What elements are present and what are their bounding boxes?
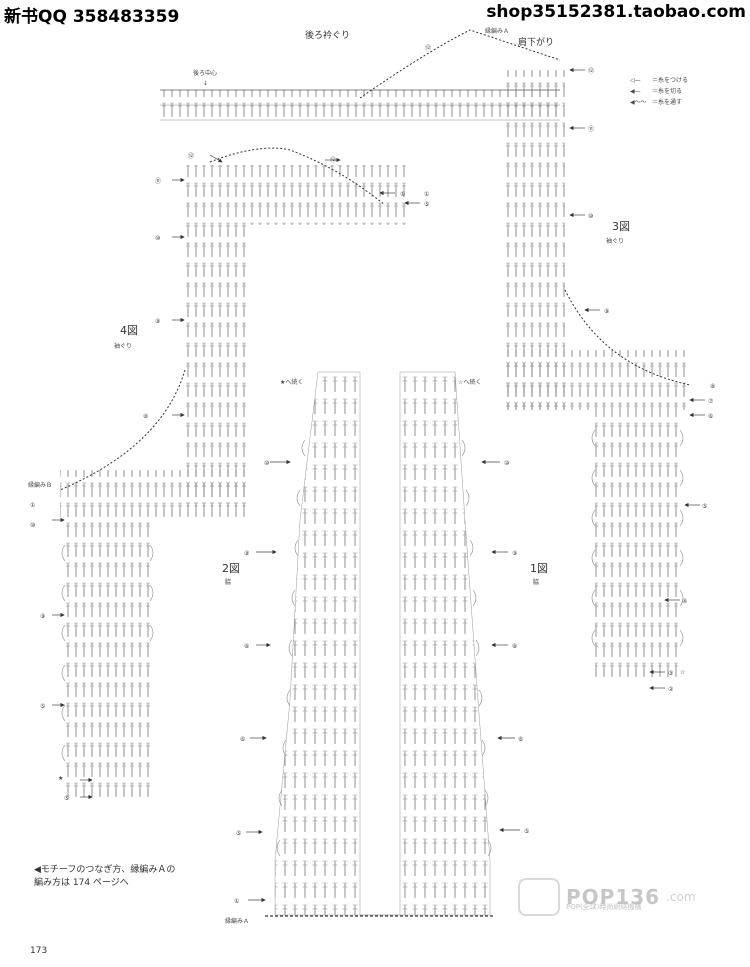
note-text: ◀モチーフのつなぎ方、縁編みＡの 編み方は 174 ページへ: [34, 864, 175, 890]
legend: ◁— ＝糸をつける ◀— ＝糸を切る ◀～～ ＝糸を通す: [630, 76, 688, 106]
svg-text:⑩: ⑩: [155, 235, 160, 242]
fig3-title: 3図: [612, 220, 630, 233]
svg-text:⑨: ⑨: [512, 550, 517, 557]
svg-text:⑫: ⑫: [588, 67, 594, 75]
svg-text:⑩: ⑩: [588, 213, 593, 220]
label-continue-left: ★へ続く: [280, 378, 303, 386]
svg-text:⑨: ⑨: [244, 550, 249, 557]
fig4-title: 4図: [120, 324, 138, 337]
svg-text:⑥: ⑥: [708, 413, 713, 420]
fig2-panel: [274, 371, 361, 916]
fig1-title: 1図: [530, 562, 548, 575]
label-back-center-arrow: ↓: [203, 80, 208, 87]
legend-symbol-attach: ◁—: [630, 77, 641, 84]
svg-text:①: ①: [424, 191, 429, 198]
svg-text:①: ①: [400, 191, 405, 198]
svg-text:⑩: ⑩: [30, 522, 35, 529]
svg-text:⑧: ⑧: [512, 643, 517, 650]
fig2-title: 2図: [222, 562, 240, 575]
watermark-main: POP136: [566, 885, 661, 909]
watermark-logo-icon: [518, 878, 560, 916]
svg-text:⑥: ⑥: [240, 736, 245, 743]
svg-text:③: ③: [668, 670, 673, 677]
page-number: 173: [30, 946, 48, 956]
svg-text:⑨: ⑨: [155, 318, 160, 325]
fig3-panel: [505, 70, 691, 680]
legend-symbol-cut: ◀—: [630, 88, 641, 95]
fig1-subtitle: 脇: [533, 579, 539, 586]
header-qq-text: 新书QQ 358483359: [4, 7, 180, 27]
star-marker-right: ☆: [680, 669, 685, 676]
row-numbers: ⑫ ⑪ ⑩ ⑨ ⑧ ① ⑩ ⑨ ⑤ ⑤ ⑩ ⑨ ⑧ ⑥ ⑤ ① ⑩ ⑨ ⑧ ⑥ ⑤ ⑫ ⑪ ⑩ ⑨ ⑧ ⑦ ⑥ ⑤…: [30, 44, 715, 905]
svg-text:⑪: ⑪: [155, 177, 161, 185]
fig2-subtitle: 脇: [225, 579, 231, 586]
svg-text:⑤: ⑤: [524, 828, 529, 835]
watermark: POP136 .com: [518, 878, 696, 916]
svg-text:⑪: ⑪: [588, 125, 594, 133]
fig4-panel: [59, 147, 410, 800]
svg-text:①: ①: [234, 898, 239, 905]
note-line2: 編み方は 174 ページへ: [34, 878, 129, 888]
svg-text:⑧: ⑧: [143, 413, 148, 420]
svg-text:⑨: ⑨: [604, 308, 609, 315]
label-back-center: 後ろ中心: [193, 69, 217, 77]
row-arrows: [52, 67, 705, 903]
svg-text:⑫: ⑫: [425, 44, 431, 52]
note-line1: ◀モチーフのつなぎ方、縁編みＡの: [34, 865, 176, 875]
svg-text:⑨: ⑨: [40, 613, 45, 620]
svg-text:④: ④: [682, 598, 687, 605]
svg-text:②: ②: [668, 686, 674, 693]
svg-text:⑫: ⑫: [188, 152, 194, 160]
svg-text:⑤: ⑤: [702, 503, 707, 510]
label-edge-b-left: 縁編みＢ: [28, 481, 52, 489]
back-yoke-section: [160, 29, 561, 121]
fig3-subtitle: 袖ぐり: [606, 237, 624, 245]
svg-text:⑥: ⑥: [518, 736, 523, 743]
svg-text:⑤: ⑤: [424, 201, 429, 208]
svg-text:⑤: ⑤: [40, 703, 45, 710]
star-marker-left: ★: [58, 775, 63, 782]
label-back-neck: 後ろ衿ぐり: [305, 29, 350, 41]
label-edge-a-top: 縁編みＡ: [485, 27, 509, 35]
svg-text:①: ①: [30, 502, 35, 509]
legend-text-pass: ＝糸を通す: [652, 98, 682, 106]
svg-text:⑧: ⑧: [710, 383, 715, 390]
fig4-subtitle: 袖ぐり: [114, 342, 132, 350]
legend-text-attach: ＝糸をつける: [652, 76, 688, 84]
watermark-sub: POP(全球)時尚網絡機構: [566, 903, 642, 911]
svg-text:⑫: ⑫: [330, 156, 336, 164]
label-shoulder: 肩下がり: [518, 36, 554, 48]
svg-text:⑩: ⑩: [504, 460, 509, 467]
label-continue-right: ☆へ続く: [458, 378, 481, 386]
fig1-panel: [360, 371, 492, 916]
svg-text:⑩: ⑩: [264, 460, 269, 467]
legend-symbol-pass: ◀～～: [630, 99, 647, 106]
svg-text:⑦: ⑦: [708, 398, 714, 405]
svg-text:⑤: ⑤: [236, 830, 241, 837]
svg-text:⑧: ⑧: [244, 643, 249, 650]
label-edge-a-bottom: 縁編みＡ: [225, 917, 249, 925]
svg-text:⑤: ⑤: [64, 795, 69, 802]
header-shop-url[interactable]: shop35152381.taobao.com: [486, 2, 746, 22]
watermark-domain: .com: [666, 890, 696, 904]
legend-text-cut: ＝糸を切る: [652, 87, 682, 95]
